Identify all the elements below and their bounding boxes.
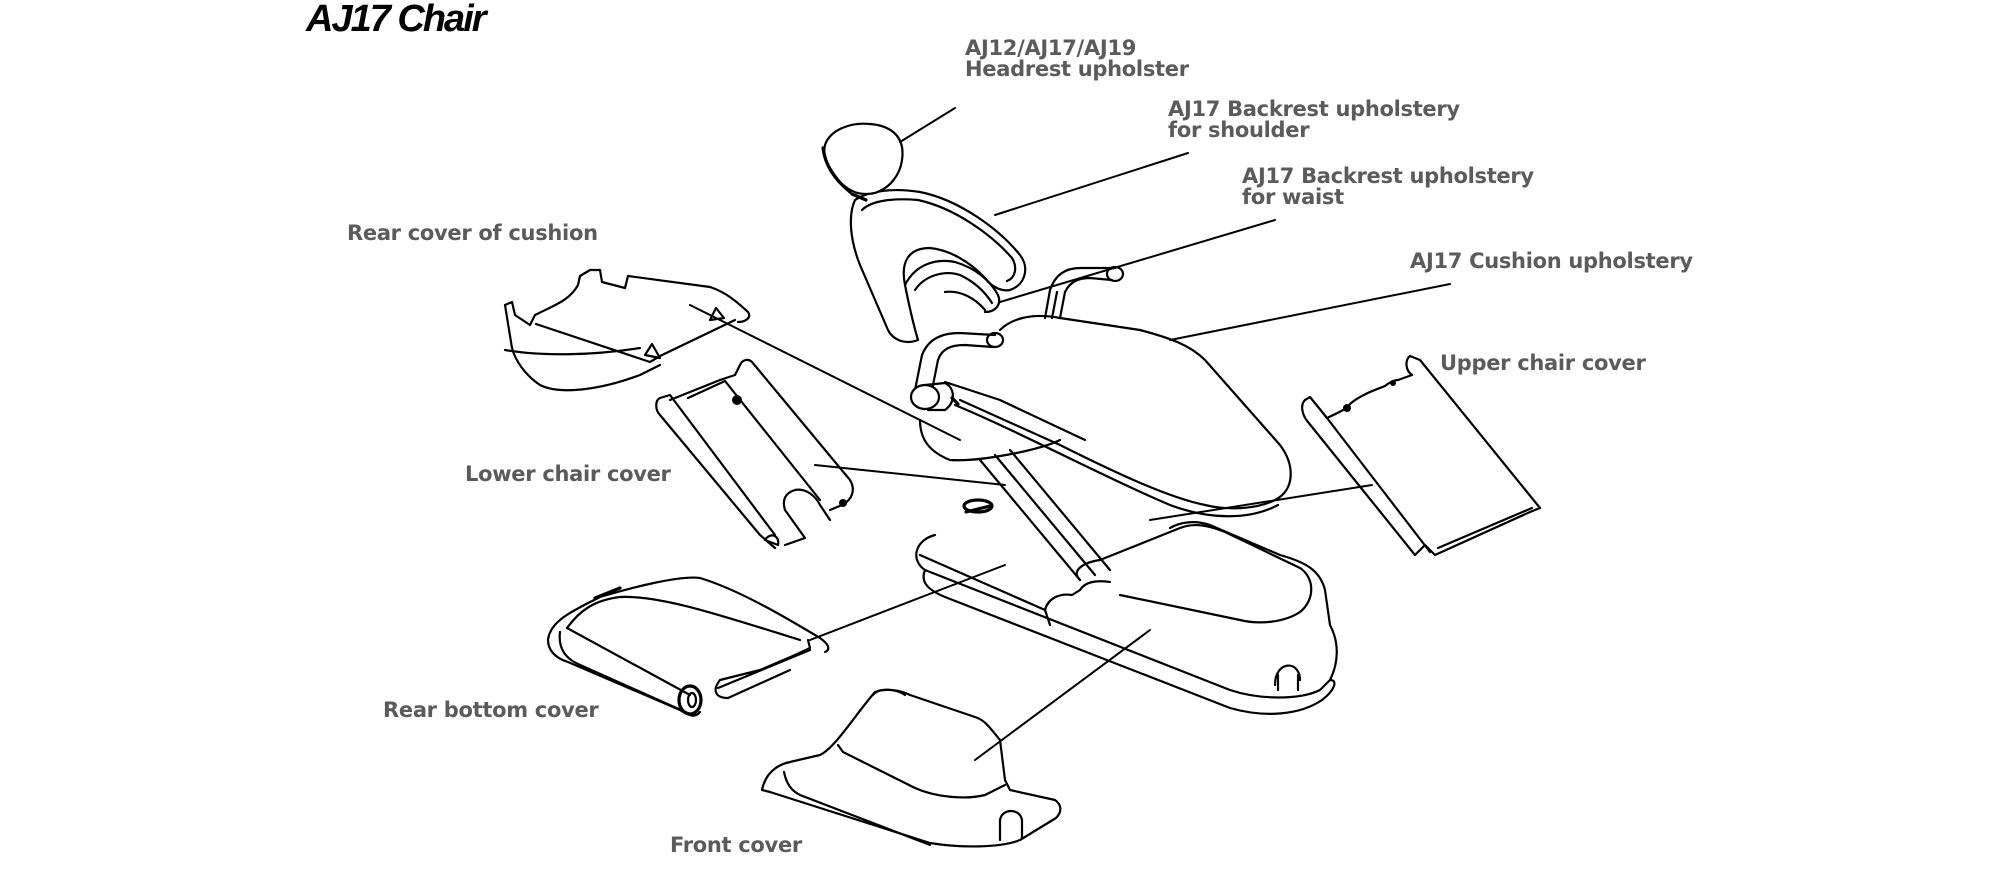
label-line: AJ12/AJ17/AJ19 <box>965 36 1137 60</box>
label-line: for shoulder <box>1168 118 1310 142</box>
leader-cushion <box>1169 283 1451 341</box>
label-line: AJ17 Backrest upholstery <box>1168 97 1460 121</box>
label-line: AJ17 Cushion upholstery <box>1410 249 1693 273</box>
leader-rear-bottom-cover <box>809 564 1006 641</box>
label-front-cover: Front cover <box>670 835 802 856</box>
leader-front-cover <box>974 629 1151 761</box>
rear-cover-of-cushion <box>503 268 751 392</box>
label-upper-chair-cover: Upper chair cover <box>1440 353 1646 374</box>
backrest-upholstery <box>849 188 1027 344</box>
label-rear-bottom-cover: Rear bottom cover <box>383 698 599 722</box>
label-line: AJ17 Backrest upholstery <box>1242 164 1534 188</box>
upper-chair-cover <box>1301 354 1542 557</box>
label-rear-cover-of-cushion: Rear cover of cushion <box>347 223 598 244</box>
label-headrest-upholster: AJ12/AJ17/AJ19 Headrest upholster <box>965 38 1189 80</box>
leader-lines <box>689 107 1451 761</box>
leader-backrest-shoulder <box>994 152 1189 216</box>
leader-backrest-waist <box>999 219 1276 303</box>
label-line: Headrest upholster <box>965 57 1189 81</box>
label-line: for waist <box>1242 185 1344 209</box>
chair-base <box>915 521 1338 715</box>
diagram-title: AJ17 Chair <box>306 0 487 40</box>
label-line: Upper chair cover <box>1440 351 1646 375</box>
lower-chair-cover <box>655 358 854 550</box>
label-line: Rear cover of cushion <box>347 221 598 245</box>
leader-upper-chair-cover <box>1149 484 1373 521</box>
label-lower-chair-cover: Lower chair cover <box>465 464 671 485</box>
armrests <box>909 265 1125 442</box>
leader-headrest <box>899 107 956 143</box>
leader-lower-chair-cover <box>814 464 1006 486</box>
chair-column <box>962 448 1112 582</box>
label-line: Lower chair cover <box>465 462 671 486</box>
label-backrest-shoulder: AJ17 Backrest upholstery for shoulder <box>1168 99 1460 141</box>
rear-bottom-cover <box>546 576 830 717</box>
label-line: Front cover <box>670 833 802 857</box>
label-backrest-waist: AJ17 Backrest upholstery for waist <box>1242 166 1534 208</box>
front-cover <box>760 688 1062 848</box>
label-cushion-upholstery: AJ17 Cushion upholstery <box>1410 251 1693 272</box>
leader-rear-cover-cushion <box>689 304 961 441</box>
label-line: Rear bottom cover <box>383 698 599 722</box>
headrest <box>821 122 904 202</box>
